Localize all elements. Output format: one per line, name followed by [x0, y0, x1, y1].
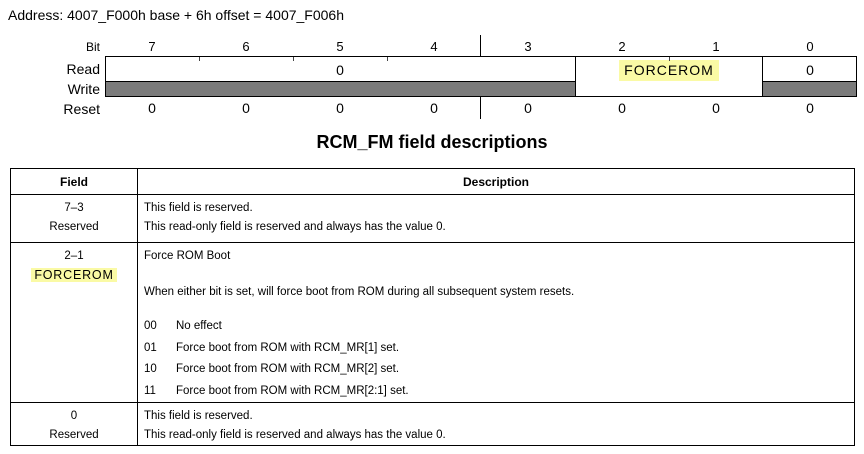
field-bits: 7–3: [64, 202, 84, 214]
forcerom-highlighted-label: FORCEROM: [31, 268, 117, 282]
bit-number-0: 0: [806, 39, 814, 54]
table-header-row: Field Description: [10, 168, 855, 195]
forcerom-field-label: FORCEROM: [619, 60, 719, 81]
value-meaning: Force boot from ROM with RCM_MR[2:1] set…: [176, 384, 409, 397]
bit-boundary-tick: [387, 57, 388, 61]
table-row-bits-7-3: 7–3 Reserved This field is reserved. Thi…: [10, 194, 855, 243]
bit-number-row: 7 6 5 4 3 2 1 0: [105, 38, 857, 55]
description-body: When either bit is set, will force boot …: [144, 286, 575, 298]
bit-boundary-tick: [293, 57, 294, 61]
nibble-separator-tick-bottom: [480, 97, 481, 119]
reset-value-0: 0: [806, 100, 814, 116]
field-descriptions-table: Field Description 7–3 Reserved This fiel…: [10, 168, 855, 446]
description-line: This field is reserved.: [144, 410, 253, 422]
table-row-bit-0: 0 Reserved This field is reserved. This …: [10, 402, 855, 446]
reset-value-7: 0: [148, 100, 156, 116]
description-line: This field is reserved.: [144, 202, 253, 214]
table-title: RCM_FM field descriptions: [316, 132, 548, 152]
field-value-row: 10 Force boot from ROM with RCM_MR[2] se…: [144, 359, 848, 381]
bit-number-5: 5: [336, 39, 344, 54]
bit-number-6: 6: [242, 39, 250, 54]
value-meaning: Force boot from ROM with RCM_MR[1] set.: [176, 341, 400, 354]
value-meaning: Force boot from ROM with RCM_MR[2] set.: [176, 363, 400, 375]
forcerom-field-cell: FORCEROM: [575, 56, 763, 97]
reset-value-1: 0: [712, 100, 720, 116]
read-reserved-value-high: 0: [336, 62, 344, 78]
description-cell: This field is reserved. This read-only f…: [137, 194, 855, 243]
field-value-row: 01 Force boot from ROM with RCM_MR[1] se…: [144, 338, 848, 360]
value-code: 11: [144, 384, 156, 397]
field-cell: 2–1 FORCEROM: [10, 242, 138, 403]
reset-row-label: Reset: [63, 101, 100, 117]
description-line: This read-only field is reserved and alw…: [144, 221, 446, 233]
value-meaning: No effect: [176, 320, 222, 332]
description-cell: This field is reserved. This read-only f…: [137, 402, 855, 446]
value-code: 01: [144, 341, 157, 354]
bit-boundary-tick: [199, 57, 200, 61]
value-code: 00: [144, 320, 157, 332]
field-cell: 0 Reserved: [10, 402, 138, 446]
description-line: This read-only field is reserved and alw…: [144, 429, 446, 441]
bit-number-7: 7: [148, 39, 156, 54]
bit-boundary-tick: [669, 57, 670, 61]
reset-value-5: 0: [336, 100, 344, 116]
reset-value-2: 0: [618, 100, 626, 116]
bit-row-label: Bit: [85, 40, 100, 54]
field-name: Reserved: [49, 429, 99, 441]
read-reserved-value-low: 0: [806, 62, 814, 78]
bit-number-1: 1: [712, 39, 720, 54]
reset-value-3: 0: [524, 100, 532, 116]
write-reserved-band-low: [763, 81, 856, 96]
field-bits: 2–1: [64, 250, 84, 262]
write-reserved-band-high: [106, 81, 575, 96]
nibble-separator-tick-top: [480, 35, 481, 56]
bit-number-2: 2: [618, 39, 626, 54]
description-cell: Force ROM Boot When either bit is set, w…: [137, 242, 855, 403]
address-line: Address: 4007_F000h base + 6h offset = 4…: [8, 7, 344, 23]
field-value-row: 11 Force boot from ROM with RCM_MR[2:1] …: [144, 381, 848, 403]
field-cell: 7–3 Reserved: [10, 194, 138, 243]
reset-value-4: 0: [430, 100, 438, 116]
description-column-header: Description: [137, 168, 855, 195]
field-name: Reserved: [49, 221, 99, 233]
value-code: 10: [144, 363, 157, 375]
reset-value-6: 0: [242, 100, 250, 116]
bit-number-4: 4: [430, 39, 438, 54]
description-intro: Force ROM Boot: [144, 250, 231, 262]
field-values-list: 00 No effect 01 Force boot from ROM with…: [144, 316, 848, 402]
write-row-label: Write: [67, 81, 100, 97]
read-row-label: Read: [66, 61, 100, 77]
field-column-header: Field: [10, 168, 138, 195]
reset-value-row: 0 0 0 0 0 0 0 0: [105, 100, 857, 117]
bit-number-3: 3: [524, 39, 532, 54]
field-name: FORCEROM: [11, 266, 137, 286]
table-row-bits-2-1: 2–1 FORCEROM Force ROM Boot When either …: [10, 242, 855, 403]
field-value-row: 00 No effect: [144, 316, 848, 338]
field-bits: 0: [70, 410, 78, 422]
